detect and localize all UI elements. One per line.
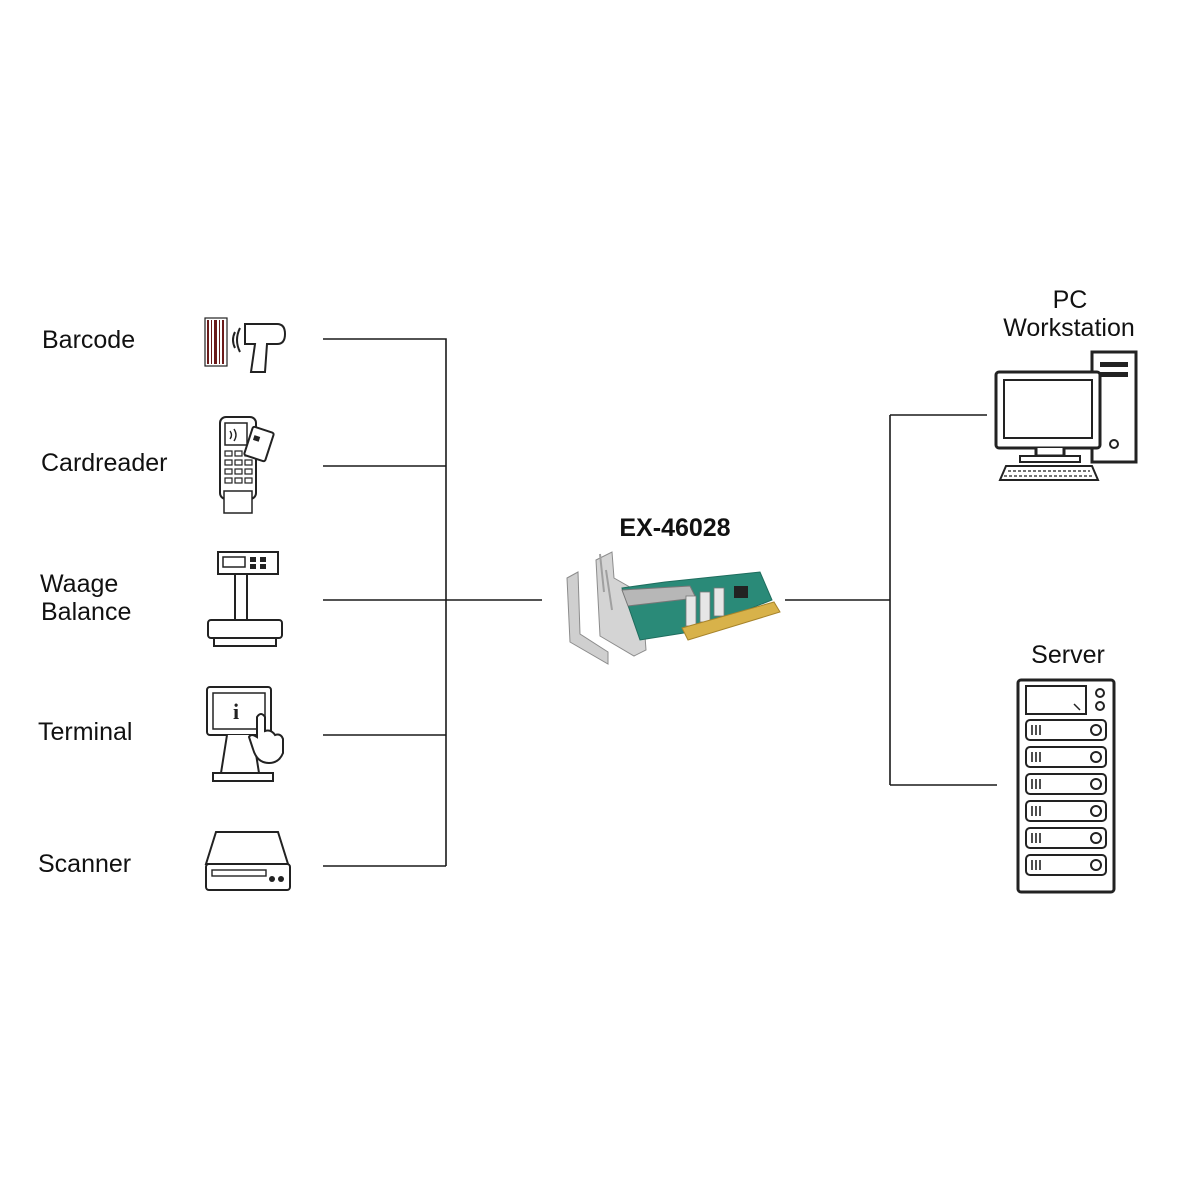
- device-label-cardreader: Cardreader: [41, 449, 168, 477]
- server-unit: [1025, 719, 1107, 741]
- server-unit: [1025, 773, 1107, 795]
- server-unit: [1025, 827, 1107, 849]
- flatbed-scanner-icon: [204, 831, 291, 891]
- line-barcode: [323, 338, 447, 866]
- device-label-terminal: Terminal: [38, 718, 133, 746]
- device-label-balance: Balance: [41, 598, 132, 626]
- info-terminal-icon: i: [206, 686, 284, 782]
- scale-icon: [207, 551, 283, 647]
- barcode-scanner-icon: [204, 317, 287, 373]
- card-reader-icon: [219, 416, 275, 514]
- host-label-workstation: Workstation: [1003, 314, 1135, 342]
- card-model-title: EX-46028: [619, 514, 731, 542]
- device-label-waage: Waage: [40, 570, 119, 598]
- pc-workstation-icon: [994, 350, 1138, 481]
- host-label-pc: PC: [1052, 286, 1088, 314]
- host-label-server: Server: [1031, 641, 1105, 669]
- server-unit: [1025, 746, 1107, 768]
- svg-text:i: i: [233, 699, 239, 724]
- server-unit: [1025, 854, 1107, 876]
- device-label-barcode: Barcode: [42, 326, 136, 354]
- server-unit: [1025, 800, 1107, 822]
- pcie-serial-card-icon: [566, 551, 781, 665]
- device-label-scanner: Scanner: [38, 850, 132, 878]
- server-rack-icon: [1016, 678, 1116, 894]
